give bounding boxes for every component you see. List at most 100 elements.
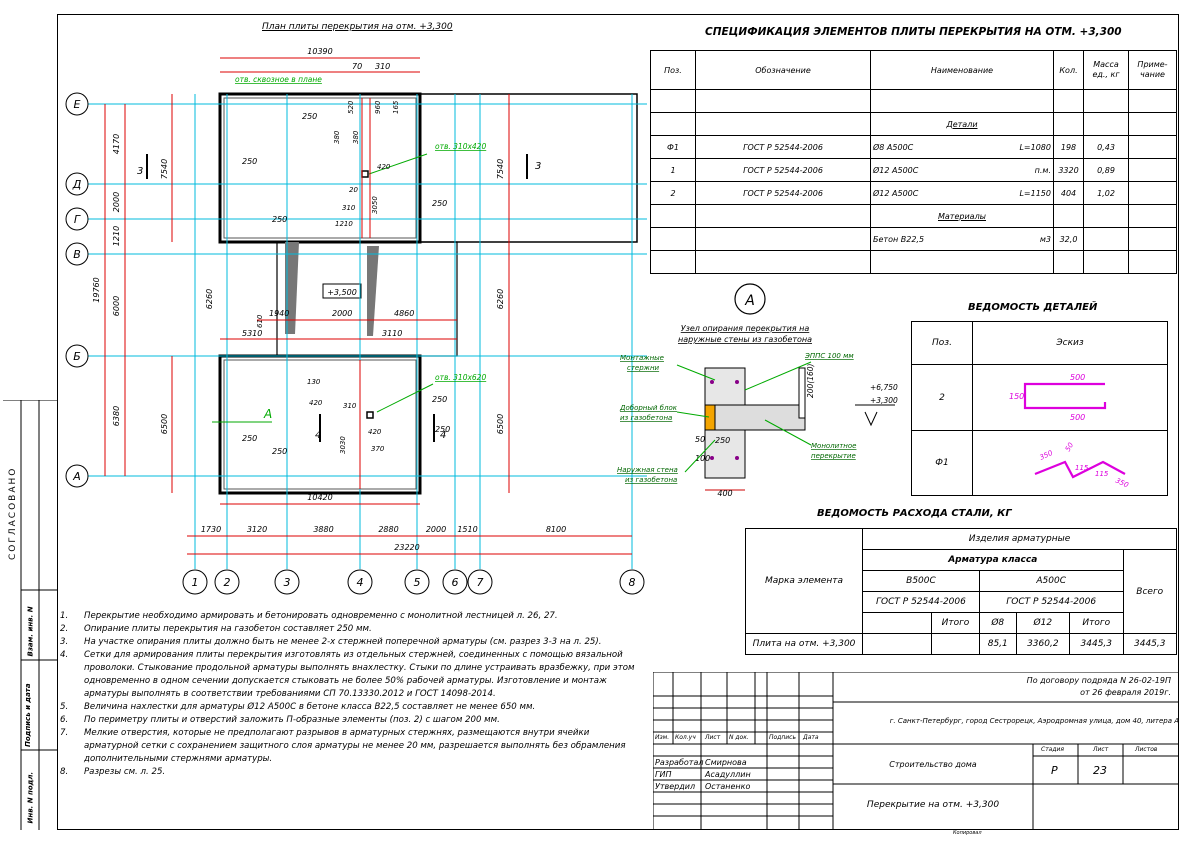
steel-h-sub: Ø12 <box>1015 612 1071 634</box>
spec-cell: 0,89 <box>1083 158 1129 182</box>
title-block-lines <box>653 672 1179 830</box>
spec-title: СПЕЦИФИКАЦИЯ ЭЛЕМЕНТОВ ПЛИТЫ ПЕРЕКРЫТИЯ … <box>705 26 1122 38</box>
dim-250-label: 250 <box>242 157 257 166</box>
note-item: 3.На участке опирания плиты должно быть … <box>60 637 602 647</box>
slab-top-right <box>419 93 638 243</box>
tb-col-kol: Кол.уч <box>675 734 696 741</box>
small-dim: 380 <box>352 130 360 144</box>
dim-250-label: 250 <box>272 215 287 224</box>
axis-bubble <box>404 569 430 595</box>
node-dim-400: 400 <box>717 489 732 498</box>
dim-250-label: 250 <box>432 395 447 404</box>
node-label-rods: Монтажные <box>620 354 664 362</box>
node-label-rods-2: стержни <box>627 364 660 372</box>
dim-left-label: 2000 <box>112 192 121 212</box>
steel-h-products: Изделия арматурные <box>862 528 1177 550</box>
axis-label: 5 <box>414 576 421 589</box>
table-row: Ф1 350 50 115 115 350 <box>911 430 1168 496</box>
table-row: ГОСТ Р 52544-2006 ГОСТ Р 52544-2006 <box>746 591 1177 613</box>
tb-role-3: Утвердил <box>655 782 696 791</box>
spec-cell: ГОСТ Р 52544-2006 <box>695 158 871 182</box>
small-dim: 165 <box>392 100 400 114</box>
dim-7540-right: 7540 <box>496 159 505 179</box>
dim-bottom-slab: 10420 <box>307 493 332 502</box>
f1-dim-e: 350 <box>1114 476 1130 489</box>
spec-material-qty: 32,0 <box>1053 227 1084 251</box>
dim-mid-c: 4860 <box>394 309 414 318</box>
spec-h-qty: Кол. <box>1053 50 1084 90</box>
note-item: 6.По периметру плиты и отверстий заложит… <box>60 715 500 725</box>
tb-stage-h: Стадия <box>1041 746 1065 753</box>
details-title: ВЕДОМОСТЬ ДЕТАЛЕЙ <box>968 302 1098 313</box>
dim-left-label: 1210 <box>112 226 121 246</box>
dim-left-label: 4170 <box>112 134 121 154</box>
node-dim-250: 250 <box>715 436 730 445</box>
table-row <box>650 89 1177 113</box>
table-row: В500С А500С <box>746 570 1177 592</box>
spec-cell-extra: п.м. <box>1034 165 1051 175</box>
node-label-wall: Наружная стена <box>617 466 678 474</box>
spec-material-name: Бетон В22,5 <box>873 234 925 244</box>
spec-cell-name: Ø12 А500С <box>873 188 919 198</box>
d2-dim-c: 500 <box>1070 413 1085 422</box>
steel-h-sub: Итого <box>1069 612 1124 634</box>
axis-label: 8 <box>629 576 636 589</box>
node-label-epps: ЭППС 100 мм <box>804 352 854 360</box>
node-level-1: +6,750 <box>870 383 898 392</box>
steel-row-d12: 3360,2 <box>1015 633 1071 655</box>
spec-cell: Ф1 <box>650 135 696 159</box>
small-dim: 420 <box>309 399 323 407</box>
f1-dim-c: 115 <box>1075 464 1089 472</box>
dim-chain-label: 1510 <box>457 525 477 534</box>
inv-podl-label: Инв. N подл. <box>26 771 35 824</box>
leader-hole-310 <box>368 153 428 175</box>
node-dim-100: 100 <box>695 454 710 463</box>
general-notes: 1.Перекрытие необходимо армировать и бет… <box>60 610 642 779</box>
tb-contract-date: от 26 февраля 2019г. <box>1080 688 1171 697</box>
detail-2-sketch: 500 150 500 <box>1009 373 1107 422</box>
axis-label: В <box>73 248 81 261</box>
spec-cell: 0,43 <box>1083 135 1129 159</box>
wall-fill-left <box>285 242 299 334</box>
axis-bubble <box>65 344 89 368</box>
detail-f1-sketch: 350 50 115 115 350 <box>1034 440 1130 489</box>
sign-date-label: Подпись и дата <box>24 683 32 747</box>
dim-mid2-b: 3110 <box>382 329 402 338</box>
node-dim-200: 200(160) <box>806 363 815 398</box>
node-level-2: +3,300 <box>870 396 898 405</box>
table-row: Плита на отм. +3,300 85,1 3360,2 3445,3 … <box>745 633 1177 655</box>
steel-h-sub: Ø8 <box>978 612 1017 634</box>
axis-bubble <box>442 569 468 595</box>
tb-object: Строительство дома <box>889 760 977 769</box>
tb-sheets-h: Листов <box>1135 746 1158 753</box>
axis-label: Е <box>74 98 81 111</box>
small-dim: 3030 <box>339 436 347 454</box>
spec-cell-name: Ø8 А500С <box>873 142 914 152</box>
table-row: Бетон В22,5 м3 32,0 <box>650 227 1177 251</box>
table-row: 2 500 150 500 <box>911 364 1168 431</box>
steel-h-sub: Итого <box>931 612 980 634</box>
axis-bubble <box>65 207 89 231</box>
dim-chain-label: 1730 <box>201 525 221 534</box>
spec-material-unit: м3 <box>1039 234 1051 244</box>
dim-70: 70 <box>352 62 362 71</box>
tb-format: Копировал <box>953 830 982 836</box>
axis-label: Б <box>73 350 81 363</box>
steel-row-total: 3445,3 <box>1122 633 1177 655</box>
level-box <box>322 283 362 299</box>
spec-h-name: Наименование <box>870 50 1054 90</box>
spec-h-note: Приме- чание <box>1128 50 1177 90</box>
tb-contract: По договору подряда N 26-02-19П <box>1026 676 1171 685</box>
dim-6260-left: 6260 <box>205 289 214 309</box>
note-item: 7.Мелкие отверстия, которые не предполаг… <box>60 728 626 764</box>
axis-bubble <box>182 569 208 595</box>
steel-table: Марка элемента Изделия арматурные Армату… <box>745 528 1177 655</box>
details-table: Поз. Эскиз 2 500 150 500 Ф1 350 50 115 1… <box>911 321 1168 496</box>
tb-role-2: ГИП <box>655 770 672 779</box>
leader-hole-310b <box>376 383 434 413</box>
steel-title: ВЕДОМОСТЬ РАСХОДА СТАЛИ, КГ <box>817 508 1012 519</box>
tb-col-list: Лист <box>705 734 721 741</box>
